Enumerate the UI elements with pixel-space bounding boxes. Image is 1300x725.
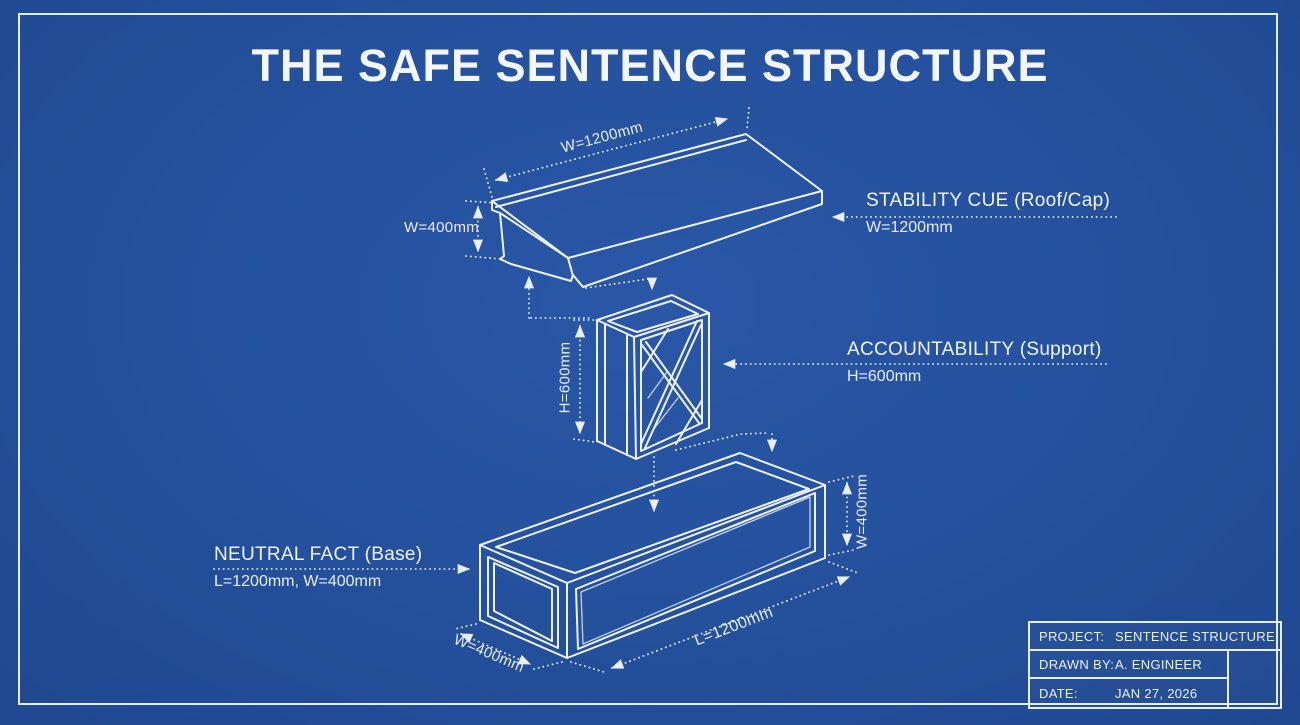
callout-stability-label: STABILITY CUE (Roof/Cap) bbox=[866, 190, 1111, 211]
base-drawing bbox=[479, 452, 826, 659]
dim-base-width-right: W=400mm bbox=[853, 473, 871, 550]
title-block-date-row: DATE: JAN 27, 2026 bbox=[1030, 679, 1229, 707]
callout-neutral-dim: L=1200mm, W=400mm bbox=[214, 573, 382, 590]
dim-roof-height: W=400mm bbox=[404, 219, 480, 236]
drawn-by-value: A. ENGINEER bbox=[1115, 656, 1203, 672]
drawn-by-label: DRAWN BY: bbox=[1039, 656, 1115, 672]
project-label: PROJECT: bbox=[1039, 628, 1105, 644]
callout-accountability-label: ACCOUNTABILITY (Support) bbox=[847, 339, 1102, 360]
dimension-lines bbox=[454, 107, 859, 673]
callout-accountability: ACCOUNTABILITY (Support) H=600mm bbox=[847, 339, 1102, 386]
callout-neutral-fact: NEUTRAL FACT (Base) L=1200mm, W=400mm bbox=[214, 544, 422, 591]
page-title: THE SAFE SENTENCE STRUCTURE bbox=[251, 40, 1049, 91]
callout-accountability-dim: H=600mm bbox=[847, 368, 922, 385]
callout-stability-cue: STABILITY CUE (Roof/Cap) W=1200mm bbox=[866, 190, 1110, 237]
title-block-empty-cell bbox=[1229, 651, 1280, 707]
callout-stability-dim: W=1200mm bbox=[866, 219, 953, 236]
date-label: DATE: bbox=[1039, 685, 1078, 701]
project-value: SENTENCE STRUCTURE bbox=[1115, 628, 1275, 644]
title-block-project-row: PROJECT: SENTENCE STRUCTURE bbox=[1030, 623, 1280, 651]
title-block-drawnby-row: DRAWN BY: A. ENGINEER bbox=[1030, 651, 1229, 679]
leader-lines bbox=[213, 211, 1117, 575]
title-block: PROJECT: SENTENCE STRUCTURE DRAWN BY: A.… bbox=[1028, 621, 1282, 709]
assembly-arrows bbox=[523, 275, 778, 513]
date-value: JAN 27, 2026 bbox=[1115, 685, 1198, 701]
dim-support-height: H=600mm bbox=[556, 341, 574, 414]
callout-neutral-label: NEUTRAL FACT (Base) bbox=[214, 544, 423, 565]
support-drawing bbox=[596, 294, 710, 460]
